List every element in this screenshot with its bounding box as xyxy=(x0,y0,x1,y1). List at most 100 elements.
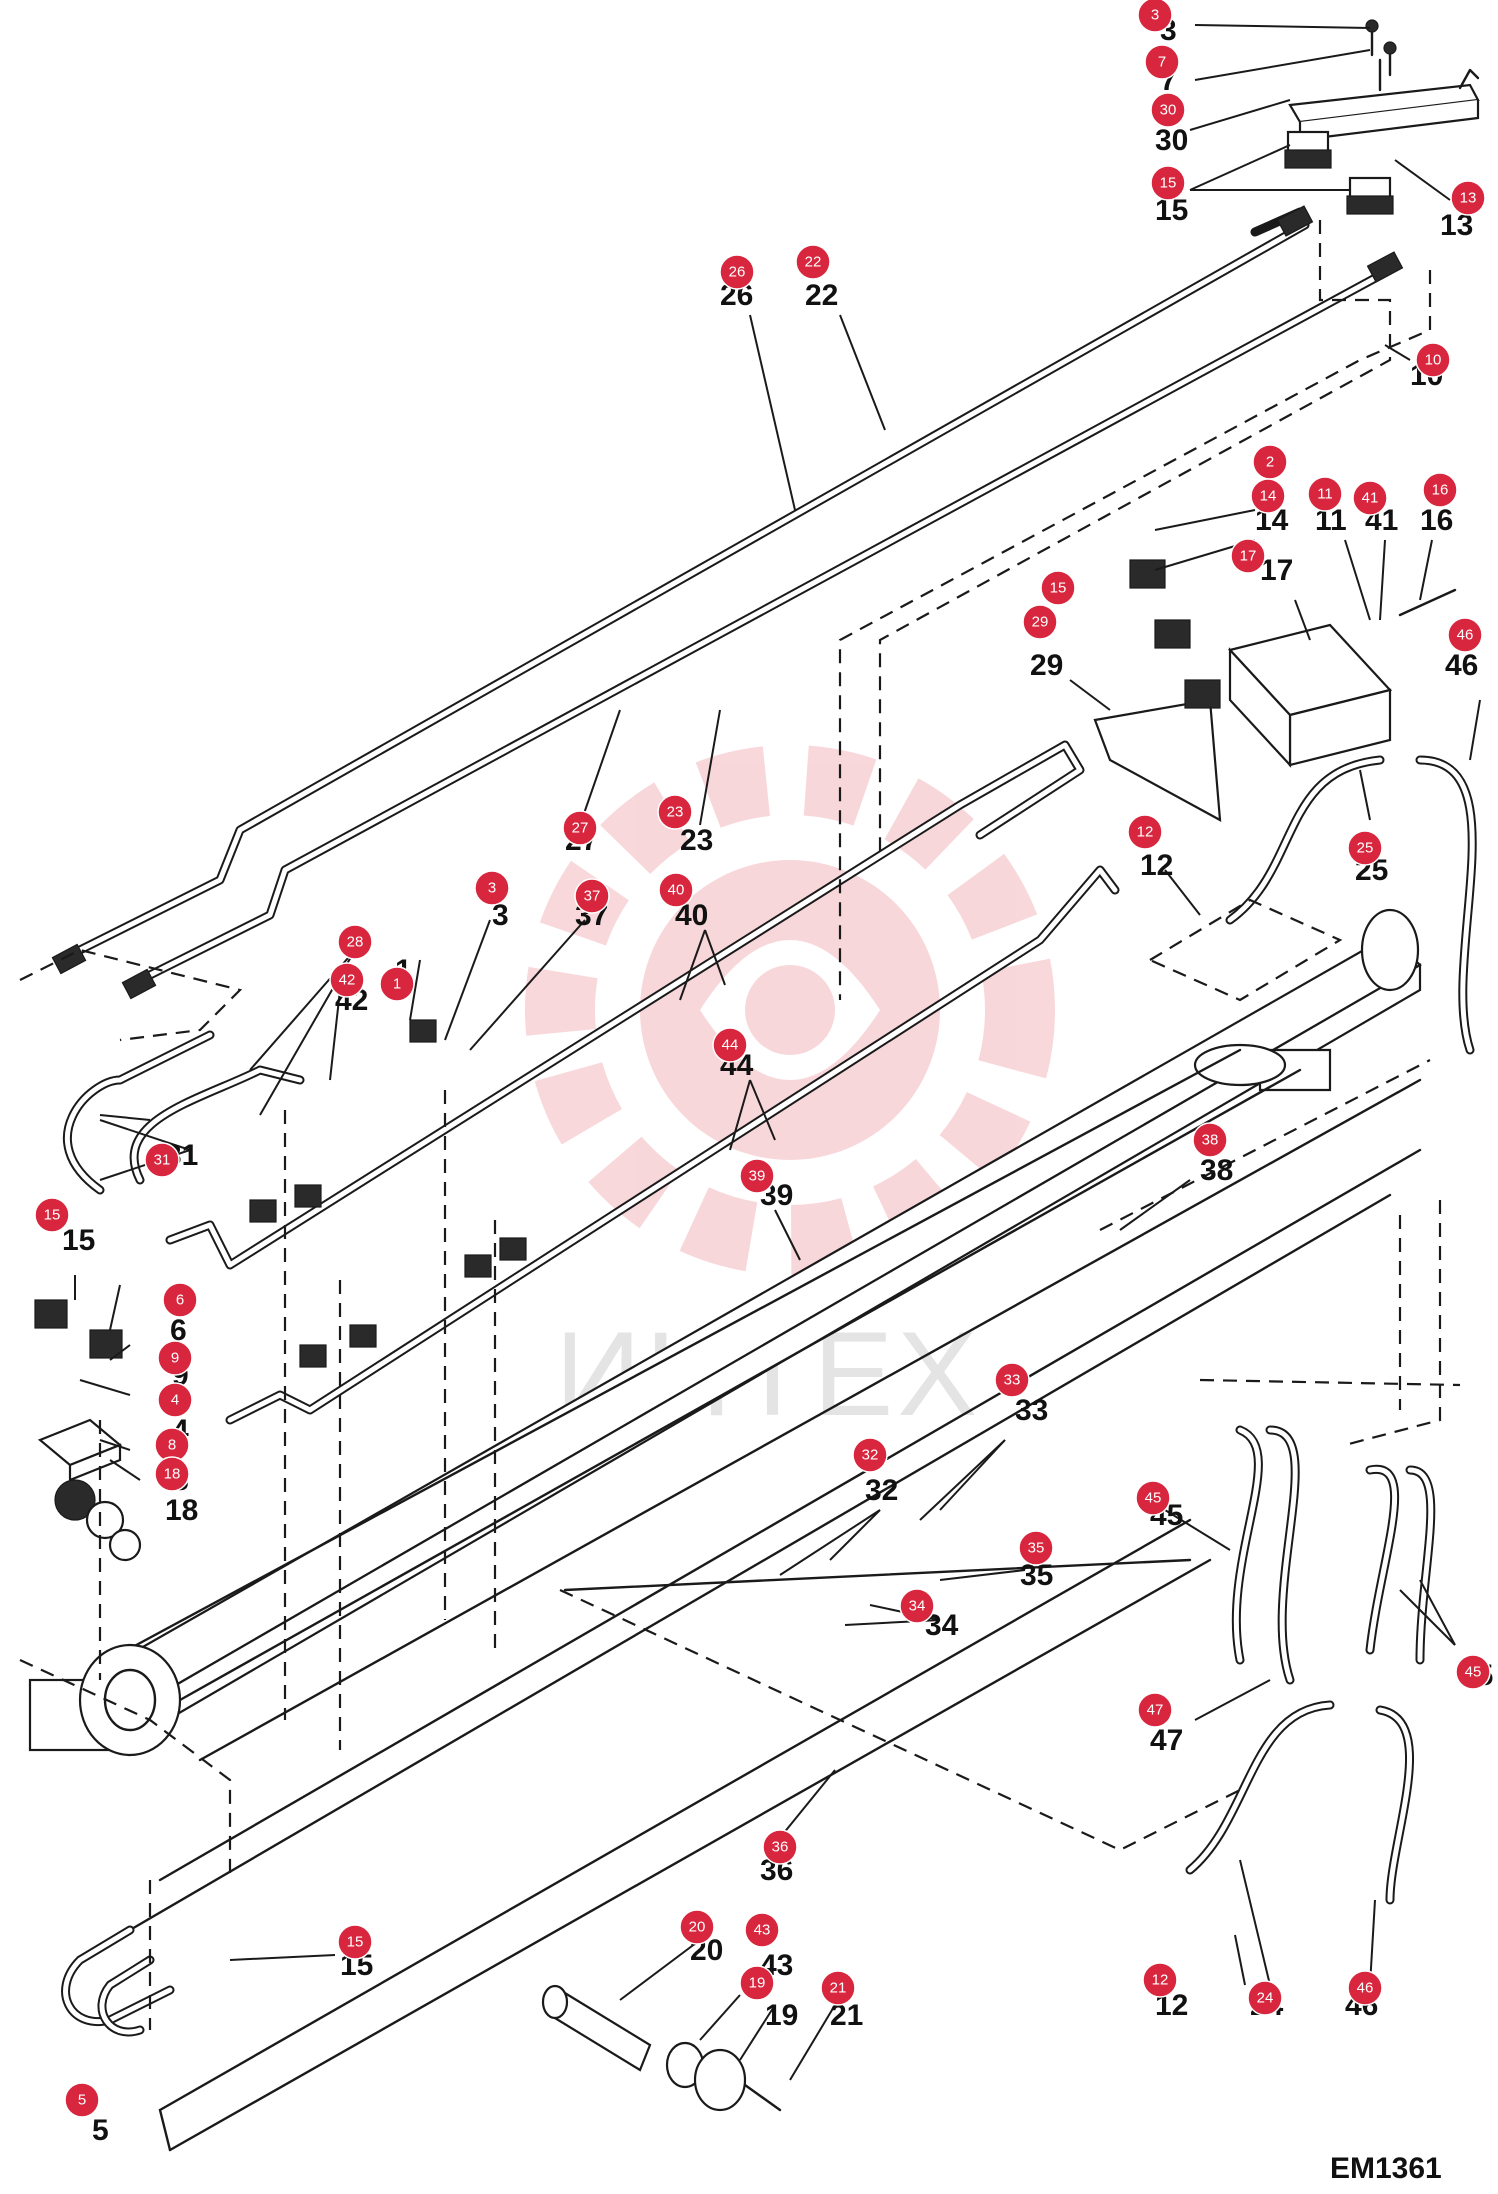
part-badge[interactable]: 41 xyxy=(1352,480,1388,516)
part-badge[interactable]: 26 xyxy=(719,254,755,290)
badge-circle[interactable] xyxy=(1144,44,1180,80)
badge-circle[interactable] xyxy=(1022,604,1058,640)
part-badge[interactable]: 47 xyxy=(1137,1692,1173,1728)
badge-circle[interactable] xyxy=(679,1909,715,1945)
badge-circle[interactable] xyxy=(739,1965,775,2001)
part-badge[interactable]: 24 xyxy=(1247,1980,1283,2016)
badge-circle[interactable] xyxy=(1307,476,1343,512)
badge-circle[interactable] xyxy=(1142,1962,1178,1998)
part-badge[interactable]: 38 xyxy=(1192,1122,1228,1158)
part-badge[interactable]: 44 xyxy=(712,1027,748,1063)
part-badge[interactable]: 6 xyxy=(162,1282,198,1318)
badge-circle[interactable] xyxy=(1127,814,1163,850)
part-badge[interactable]: 15 xyxy=(1150,165,1186,201)
part-badge[interactable]: 46 xyxy=(1347,1970,1383,2006)
badge-circle[interactable] xyxy=(1352,480,1388,516)
part-badge[interactable]: 33 xyxy=(994,1362,1030,1398)
part-badge[interactable]: 40 xyxy=(658,872,694,908)
part-badge[interactable]: 30 xyxy=(1150,92,1186,128)
badge-circle[interactable] xyxy=(1018,1530,1054,1566)
part-badge[interactable]: 29 xyxy=(1022,604,1058,640)
part-badge[interactable]: 19 xyxy=(739,1965,775,2001)
part-badge[interactable]: 32 xyxy=(852,1437,888,1473)
part-badge[interactable]: 46 xyxy=(1447,617,1483,653)
part-badge[interactable]: 17 xyxy=(1230,538,1266,574)
badge-circle[interactable] xyxy=(1455,1654,1491,1690)
badge-circle[interactable] xyxy=(1150,92,1186,128)
badge-circle[interactable] xyxy=(739,1158,775,1194)
part-badge[interactable]: 15 xyxy=(1040,570,1076,606)
badge-circle[interactable] xyxy=(762,1829,798,1865)
part-badge[interactable]: 18 xyxy=(154,1456,190,1492)
badge-circle[interactable] xyxy=(658,872,694,908)
part-badge[interactable]: 21 xyxy=(820,1970,856,2006)
badge-circle[interactable] xyxy=(1247,1980,1283,2016)
badge-circle[interactable] xyxy=(574,878,610,914)
badge-circle[interactable] xyxy=(712,1027,748,1063)
badge-circle[interactable] xyxy=(1040,570,1076,606)
badge-circle[interactable] xyxy=(34,1197,70,1233)
badge-circle[interactable] xyxy=(379,966,415,1002)
badge-circle[interactable] xyxy=(154,1456,190,1492)
part-badge[interactable]: 15 xyxy=(337,1924,373,1960)
part-badge[interactable]: 3 xyxy=(1137,0,1173,33)
badge-circle[interactable] xyxy=(657,794,693,830)
part-badge[interactable]: 4 xyxy=(157,1382,193,1418)
badge-circle[interactable] xyxy=(994,1362,1030,1398)
part-badge[interactable]: 11 xyxy=(1307,476,1343,512)
badge-circle[interactable] xyxy=(1415,342,1451,378)
badge-circle[interactable] xyxy=(1347,1970,1383,2006)
badge-circle[interactable] xyxy=(162,1282,198,1318)
part-badge[interactable]: 13 xyxy=(1450,180,1486,216)
part-badge[interactable]: 10 xyxy=(1415,342,1451,378)
part-badge[interactable]: 34 xyxy=(899,1588,935,1624)
badge-circle[interactable] xyxy=(1450,180,1486,216)
part-badge[interactable]: 36 xyxy=(762,1829,798,1865)
part-badge[interactable]: 14 xyxy=(1250,478,1286,514)
part-badge[interactable]: 9 xyxy=(157,1340,193,1376)
part-badge[interactable]: 42 xyxy=(329,962,365,998)
badge-circle[interactable] xyxy=(899,1588,935,1624)
badge-circle[interactable] xyxy=(329,962,365,998)
badge-circle[interactable] xyxy=(157,1382,193,1418)
part-badge[interactable]: 1 xyxy=(379,966,415,1002)
part-badge[interactable]: 20 xyxy=(679,1909,715,1945)
part-badge[interactable]: 15 xyxy=(34,1197,70,1233)
badge-circle[interactable] xyxy=(1230,538,1266,574)
part-badge[interactable]: 37 xyxy=(574,878,610,914)
part-badge[interactable]: 3 xyxy=(474,870,510,906)
part-badge[interactable]: 27 xyxy=(562,810,598,846)
part-badge[interactable]: 35 xyxy=(1018,1530,1054,1566)
badge-circle[interactable] xyxy=(1192,1122,1228,1158)
badge-circle[interactable] xyxy=(719,254,755,290)
part-badge[interactable]: 45 xyxy=(1455,1654,1491,1690)
part-badge[interactable]: 5 xyxy=(64,2082,100,2118)
part-badge[interactable]: 2 xyxy=(1252,444,1288,480)
badge-circle[interactable] xyxy=(1150,165,1186,201)
badge-circle[interactable] xyxy=(820,1970,856,2006)
part-badge[interactable]: 43 xyxy=(744,1912,780,1948)
badge-circle[interactable] xyxy=(144,1142,180,1178)
badge-circle[interactable] xyxy=(795,244,831,280)
part-badge[interactable]: 12 xyxy=(1142,1962,1178,1998)
part-badge[interactable]: 7 xyxy=(1144,44,1180,80)
badge-circle[interactable] xyxy=(1447,617,1483,653)
badge-circle[interactable] xyxy=(1250,478,1286,514)
badge-circle[interactable] xyxy=(744,1912,780,1948)
badge-circle[interactable] xyxy=(1422,472,1458,508)
badge-circle[interactable] xyxy=(1347,830,1383,866)
badge-circle[interactable] xyxy=(157,1340,193,1376)
badge-circle[interactable] xyxy=(852,1437,888,1473)
part-badge[interactable]: 23 xyxy=(657,794,693,830)
badge-circle[interactable] xyxy=(64,2082,100,2118)
badge-circle[interactable] xyxy=(1137,1692,1173,1728)
part-badge[interactable]: 39 xyxy=(739,1158,775,1194)
part-badge[interactable]: 22 xyxy=(795,244,831,280)
part-badge[interactable]: 31 xyxy=(144,1142,180,1178)
badge-circle[interactable] xyxy=(1137,0,1173,33)
badge-circle[interactable] xyxy=(562,810,598,846)
badge-circle[interactable] xyxy=(337,924,373,960)
part-badge[interactable]: 45 xyxy=(1135,1480,1171,1516)
part-badge[interactable]: 25 xyxy=(1347,830,1383,866)
badge-circle[interactable] xyxy=(1135,1480,1171,1516)
